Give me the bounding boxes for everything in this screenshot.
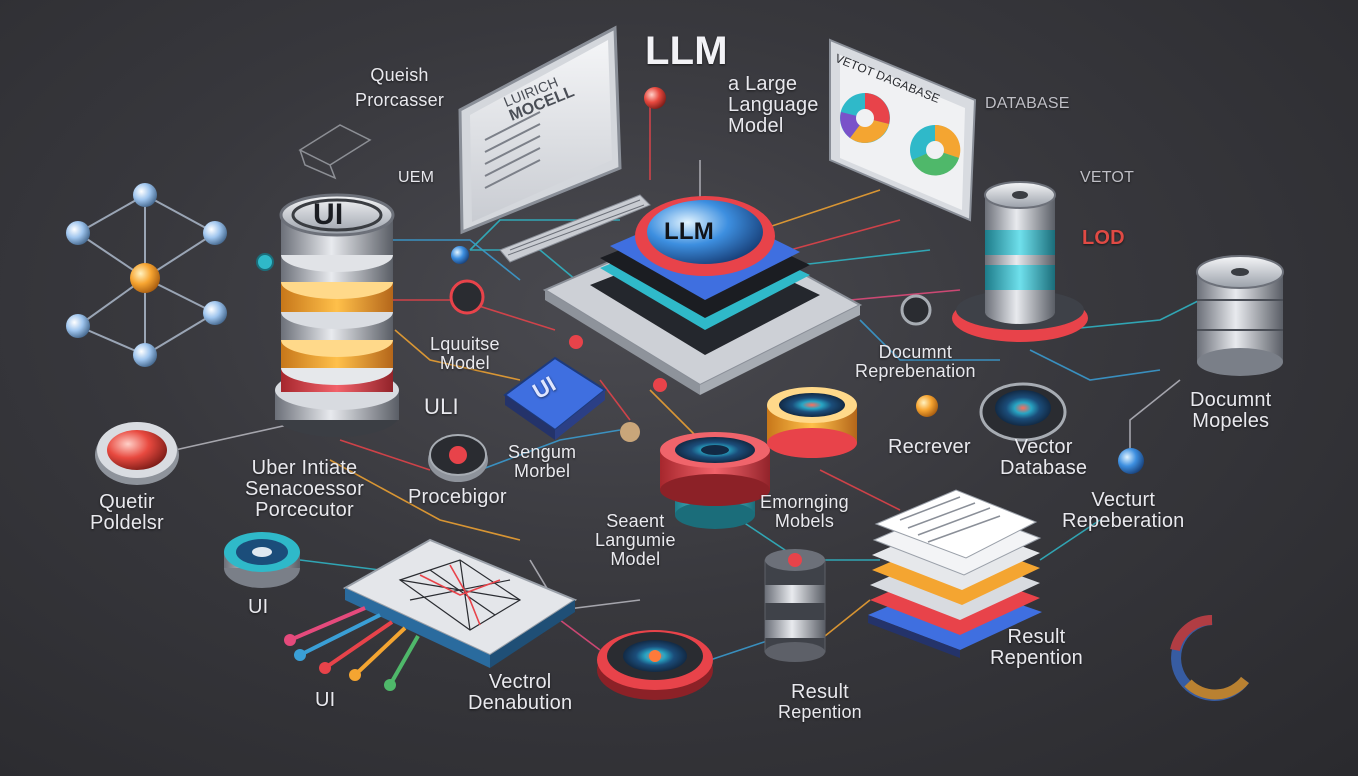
label-vector-database: Vector Database	[1000, 437, 1087, 479]
label-procebigor: Procebigor	[408, 486, 507, 508]
ui-disk-stack-icon	[275, 193, 399, 437]
vector-database-disc-icon	[979, 382, 1067, 442]
ui-disc-icon	[224, 532, 300, 588]
subtitle-line-2: Language	[728, 94, 819, 116]
monitor-icon	[458, 25, 651, 263]
recrever-cylinder-icon	[767, 387, 857, 458]
label-result-reperntion-1-line-1: Result	[790, 681, 849, 703]
label-result-reperntion-2: Result Repention	[990, 627, 1083, 669]
label-emornging-models: Emornging Mobels	[760, 493, 849, 531]
node-icons	[256, 87, 1144, 474]
title-llm: LLM	[645, 29, 728, 73]
label-uber-intiate-line-3: Porcecutor	[255, 499, 354, 521]
subtitle-line-3: Model	[728, 115, 784, 137]
label-result-reperntion-1-line-2: Repention	[778, 702, 862, 722]
label-lquuitse-model-line-2: Model	[439, 352, 490, 373]
holo-device-icon	[298, 124, 372, 180]
label-vector-database-line-1: Vector	[1014, 436, 1073, 458]
label-quetir-poldelsr-line-1: Quetir	[99, 491, 155, 513]
network-node-icon	[66, 183, 227, 367]
document-stack-icon	[868, 489, 1042, 658]
query-disc-icon	[95, 422, 179, 485]
label-emornging-models-line-2: Mobels	[774, 510, 835, 531]
label-uber-intiate-line-2: Senacoessor	[245, 478, 364, 500]
label-emornging-models-line-1: Emornging	[760, 492, 849, 512]
label-uber-intiate-line-1: Uber Intiate	[251, 457, 358, 479]
label-lod: LOD	[1082, 227, 1125, 249]
label-document-representation-line-2: Reprebenation	[855, 360, 976, 381]
label-document-mopeles-line-2: Mopeles	[1192, 410, 1270, 432]
label-result-reperntion-2-line-2: Repention	[990, 647, 1083, 669]
subtitle-large-language-model: a Large Language Model	[728, 74, 819, 137]
document-models-cylinder-icon	[1196, 255, 1284, 376]
label-lquuitse-model-line-1: Lquuitse	[430, 334, 500, 354]
llm-chip-label: LLM	[664, 218, 714, 245]
label-vectrol-denabution-line-1: Vectrol	[488, 671, 552, 693]
label-seaent-model-line-3: Model	[610, 548, 661, 569]
seaent-model-cylinder-icon	[660, 432, 770, 529]
label-document-representation-line-1: Documnt	[878, 342, 953, 362]
vector-db-screen-icon	[829, 38, 977, 222]
label-vectrol-denabution: Vectrol Denabution	[468, 672, 572, 714]
label-database-header: DATABASE	[985, 95, 1070, 112]
label-vectirt-repeberation: Vecturt Repeberation	[1062, 490, 1185, 532]
label-document-representation: Documnt Reprebenation	[855, 343, 976, 381]
label-query-processor-line-1: Queish	[370, 65, 429, 85]
neural-board-icon	[284, 538, 578, 691]
label-uli: ULI	[424, 394, 459, 419]
ui-block-icon	[503, 356, 607, 440]
label-seaent-model-line-2: Langumie	[595, 529, 676, 550]
connection-lines	[174, 100, 1201, 661]
label-query-processor-line-2: Prorcasser	[355, 89, 445, 110]
label-uber-intiate: Uber Intiate Senacoessor Porcecutor	[245, 458, 364, 521]
llm-platform-icon	[542, 196, 863, 395]
label-ui-bottom: UI	[315, 689, 336, 711]
label-lquuitse-model: Lquuitse Model	[430, 335, 500, 373]
label-result-reperntion-1: Result Repention	[778, 682, 862, 722]
label-document-mopeles: Documnt Mopeles	[1190, 390, 1271, 432]
label-uem: UEM	[398, 169, 435, 186]
label-query-processor: Queish Prorcasser	[355, 66, 444, 110]
database-cylinder-icon	[952, 181, 1088, 342]
label-sengum-morbel-line-2: Morbel	[514, 460, 571, 481]
label-seaent-model-line-1: Seaent	[606, 511, 665, 531]
subtitle-line-1: a Large	[728, 73, 798, 95]
vector-disc-icon	[597, 630, 713, 700]
label-quetir-poldelsr: Quetir Poldelsr	[90, 492, 164, 534]
label-sengum-morbel: Sengum Morbel	[508, 443, 576, 481]
label-recrever: Recrever	[888, 436, 971, 458]
label-vectrol-denabution-line-2: Denabution	[468, 692, 573, 714]
label-seaent-model: Seaent Langumie Model	[595, 512, 676, 569]
result-cylinder-icon	[764, 549, 826, 662]
processor-icon	[428, 434, 488, 482]
label-vectirt-repeberation-line-1: Vecturt	[1091, 489, 1156, 511]
label-vector-database-line-2: Database	[1000, 457, 1088, 479]
label-vetot: VETOT	[1080, 169, 1135, 186]
label-quetir-poldelsr-line-2: Poldelsr	[90, 512, 164, 534]
label-vectirt-repeberation-line-2: Repeberation	[1062, 510, 1185, 532]
label-ui-left: UI	[248, 596, 269, 618]
ui-stack-label: UI	[313, 198, 344, 231]
watermark-logo-icon	[1170, 615, 1250, 701]
label-sengum-morbel-line-1: Sengum	[508, 442, 577, 462]
label-document-mopeles-line-1: Documnt	[1190, 389, 1272, 411]
label-result-reperntion-2-line-1: Result	[1007, 626, 1066, 648]
